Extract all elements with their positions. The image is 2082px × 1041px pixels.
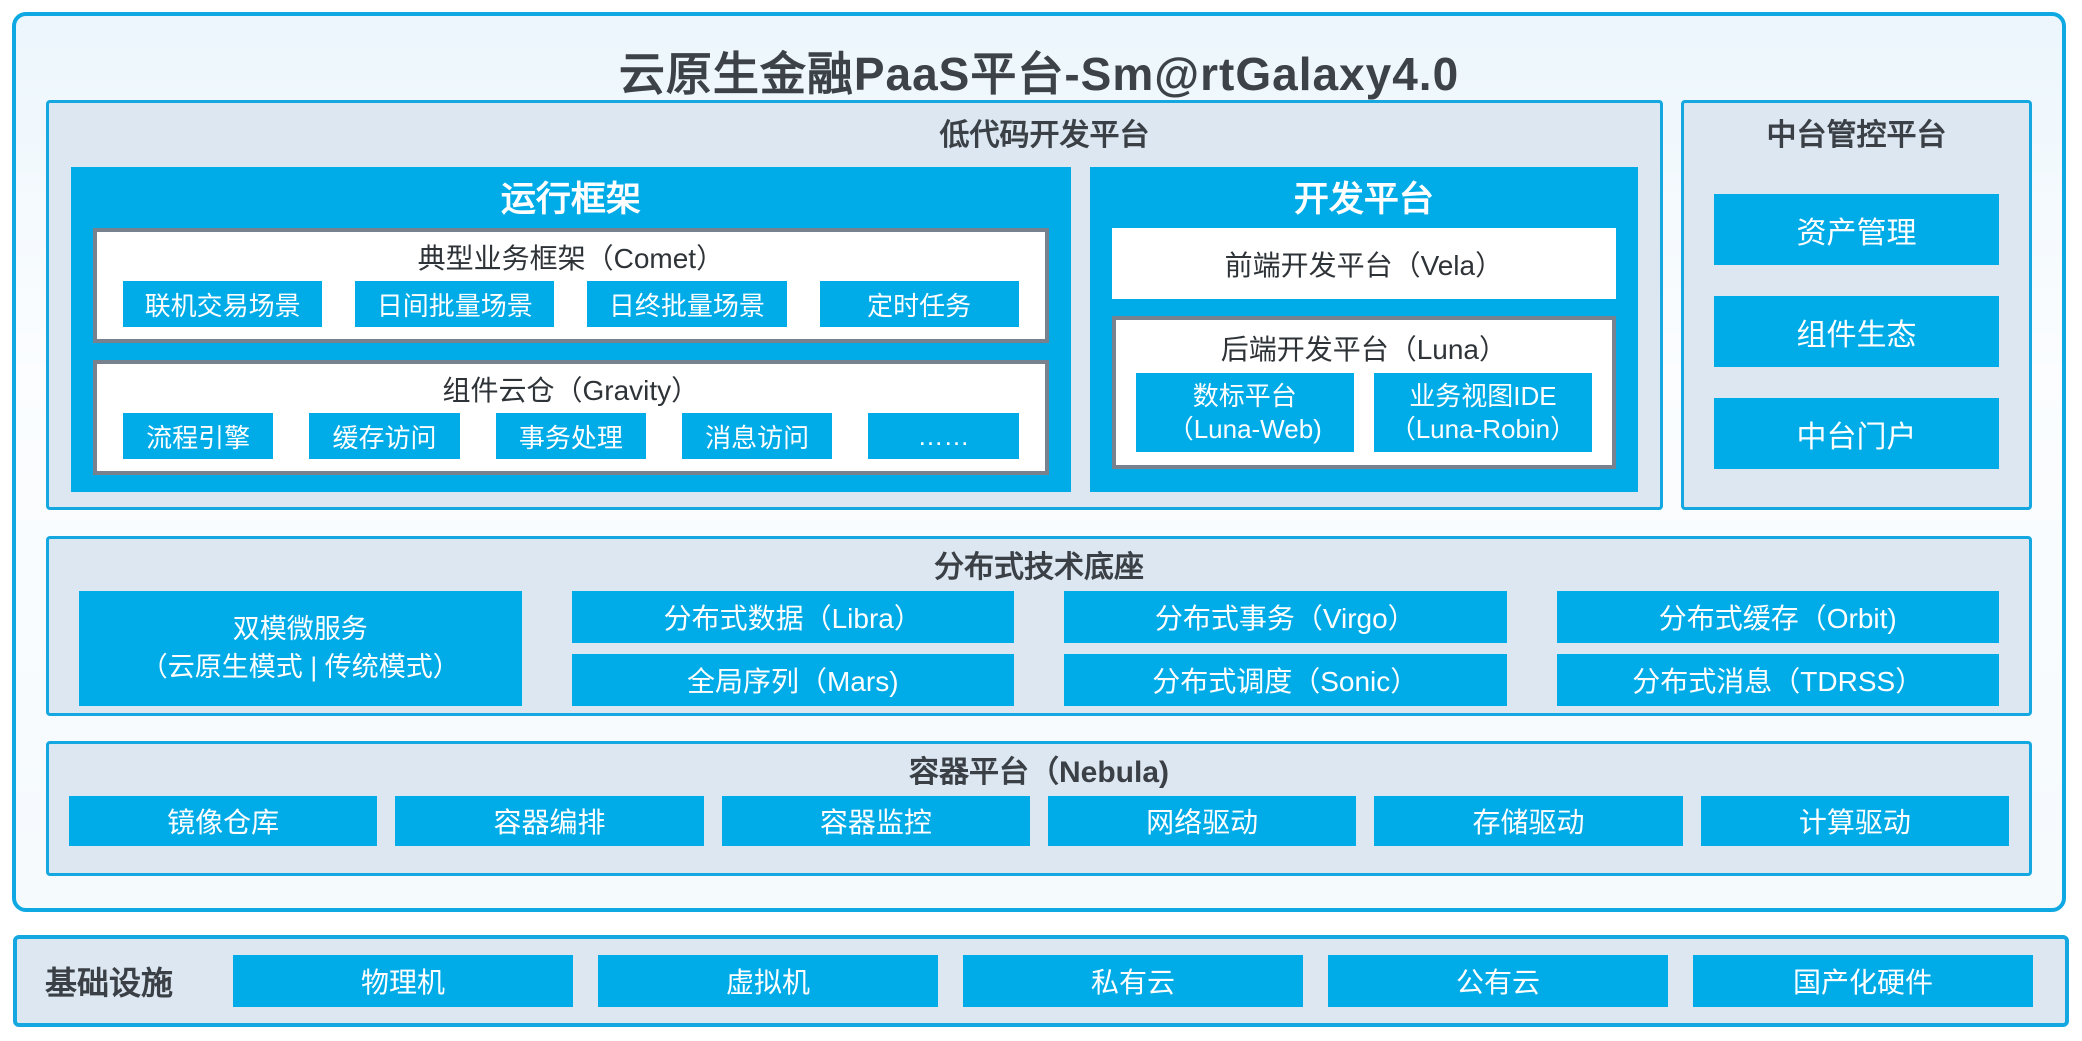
comet-chip: 日终批量场景 [587, 281, 787, 327]
distributed-message-block: 分布式消息（TDRSS） [1556, 654, 1999, 706]
component-ecosystem-block: 组件生态 [1714, 296, 1999, 367]
mid-platform-control-panel: 中台管控平台 资产管理 组件生态 中台门户 [1681, 100, 2032, 510]
luna-robin-chip-line2: （Luna-Robin） [1389, 413, 1577, 444]
gravity-chip-grid: 流程引擎 缓存访问 事务处理 消息访问 …… [97, 413, 1045, 459]
comet-chip-grid: 联机交易场景 日间批量场景 日终批量场景 定时任务 [97, 281, 1045, 327]
gravity-chip: 流程引擎 [123, 413, 274, 459]
platform-architecture-diagram: 云原生金融PaaS平台-Sm@rtGalaxy4.0 低代码开发平台 运行框架 … [12, 12, 2066, 912]
image-registry-block: 镜像仓库 [69, 796, 378, 846]
luna-robin-chip-line1: 业务视图IDE [1409, 381, 1557, 411]
gravity-warehouse-box: 组件云仓（Gravity） 流程引擎 缓存访问 事务处理 消息访问 …… [93, 360, 1049, 475]
distributed-data-block: 分布式数据（Libra） [571, 591, 1014, 643]
virtual-machine-block: 虚拟机 [598, 955, 938, 1007]
physical-machine-block: 物理机 [233, 955, 573, 1007]
comet-framework-title: 典型业务框架（Comet） [417, 243, 725, 274]
comet-chip: 定时任务 [819, 281, 1019, 327]
lowcode-platform-panel: 低代码开发平台 运行框架 典型业务框架（Comet） 联机交易场景 日间批量场景… [46, 100, 1663, 510]
gravity-chip: 事务处理 [495, 413, 646, 459]
lowcode-platform-heading: 低代码开发平台 [939, 119, 1150, 152]
container-platform-grid: 镜像仓库 容器编排 容器监控 网络驱动 存储驱动 计算驱动 [49, 796, 2029, 846]
private-cloud-block: 私有云 [963, 955, 1303, 1007]
dual-mode-microservice-block: 双模微服务 （云原生模式 | 传统模式） [79, 591, 522, 706]
comet-chip: 日间批量场景 [355, 281, 555, 327]
dual-mode-line2: （云原生模式 | 传统模式） [140, 651, 460, 682]
distributed-transaction-block: 分布式事务（Virgo） [1064, 591, 1507, 643]
luna-backend-box: 后端开发平台（Luna） 数标平台 （Luna-Web) 业务视图IDE （Lu… [1111, 316, 1616, 469]
distributed-tech-base-heading: 分布式技术底座 [934, 551, 1144, 584]
compute-driver-block: 计算驱动 [1700, 796, 2009, 846]
container-platform-heading: 容器平台（Nebula) [908, 756, 1169, 789]
dev-platform-heading: 开发平台 [1293, 180, 1434, 219]
luna-backend-title: 后端开发平台（Luna） [1220, 334, 1507, 365]
mid-platform-buttons: 资产管理 组件生态 中台门户 [1684, 194, 2029, 469]
luna-chip-grid: 数标平台 （Luna-Web) 业务视图IDE （Luna-Robin） [1116, 373, 1612, 452]
vela-frontend-box: 前端开发平台（Vela） [1111, 228, 1616, 299]
global-sequence-block: 全局序列（Mars) [571, 654, 1014, 706]
gravity-chip: 消息访问 [682, 413, 833, 459]
distributed-cache-block: 分布式缓存（Orbit) [1556, 591, 1999, 643]
mid-platform-portal-block: 中台门户 [1714, 398, 1999, 469]
runtime-framework-heading: 运行框架 [500, 180, 641, 219]
page-title: 云原生金融PaaS平台-Sm@rtGalaxy4.0 [618, 48, 1460, 100]
distributed-grid: 双模微服务 （云原生模式 | 传统模式） 分布式数据（Libra） 分布式事务（… [49, 591, 2029, 706]
public-cloud-block: 公有云 [1328, 955, 1668, 1007]
luna-web-chip-line2: （Luna-Web) [1167, 413, 1322, 444]
domestic-hardware-block: 国产化硬件 [1693, 955, 2033, 1007]
top-row: 低代码开发平台 运行框架 典型业务框架（Comet） 联机交易场景 日间批量场景… [46, 100, 2032, 510]
dev-platform-panel: 开发平台 前端开发平台（Vela） 后端开发平台（Luna） 数标平台 （Lun… [1089, 167, 1638, 492]
distributed-scheduling-block: 分布式调度（Sonic） [1064, 654, 1507, 706]
infrastructure-grid: 物理机 虚拟机 私有云 公有云 国产化硬件 [233, 955, 2033, 1007]
comet-framework-box: 典型业务框架（Comet） 联机交易场景 日间批量场景 日终批量场景 定时任务 [93, 228, 1049, 343]
lowcode-platform-body: 运行框架 典型业务框架（Comet） 联机交易场景 日间批量场景 日终批量场景 … [49, 167, 1660, 492]
dual-mode-line1: 双模微服务 [232, 613, 368, 644]
luna-web-chip-line1: 数标平台 [1192, 381, 1297, 411]
luna-robin-chip: 业务视图IDE （Luna-Robin） [1373, 373, 1592, 452]
luna-web-chip: 数标平台 （Luna-Web) [1135, 373, 1354, 452]
container-monitoring-block: 容器监控 [721, 796, 1030, 846]
infrastructure-panel: 基础设施 物理机 虚拟机 私有云 公有云 国产化硬件 [13, 935, 2069, 1027]
gravity-chip: …… [868, 413, 1019, 459]
distributed-tech-base-panel: 分布式技术底座 双模微服务 （云原生模式 | 传统模式） 分布式数据（Libra… [46, 536, 2032, 716]
gravity-chip: 缓存访问 [309, 413, 460, 459]
runtime-framework-panel: 运行框架 典型业务框架（Comet） 联机交易场景 日间批量场景 日终批量场景 … [71, 167, 1071, 492]
container-platform-panel: 容器平台（Nebula) 镜像仓库 容器编排 容器监控 网络驱动 存储驱动 计算… [46, 741, 2032, 876]
comet-chip: 联机交易场景 [123, 281, 323, 327]
infrastructure-heading: 基础设施 [45, 965, 174, 1001]
gravity-warehouse-title: 组件云仓（Gravity） [442, 375, 700, 406]
network-driver-block: 网络驱动 [1048, 796, 1357, 846]
mid-platform-control-heading: 中台管控平台 [1766, 119, 1947, 152]
asset-management-block: 资产管理 [1714, 194, 1999, 265]
container-orchestration-block: 容器编排 [395, 796, 704, 846]
storage-driver-block: 存储驱动 [1374, 796, 1683, 846]
